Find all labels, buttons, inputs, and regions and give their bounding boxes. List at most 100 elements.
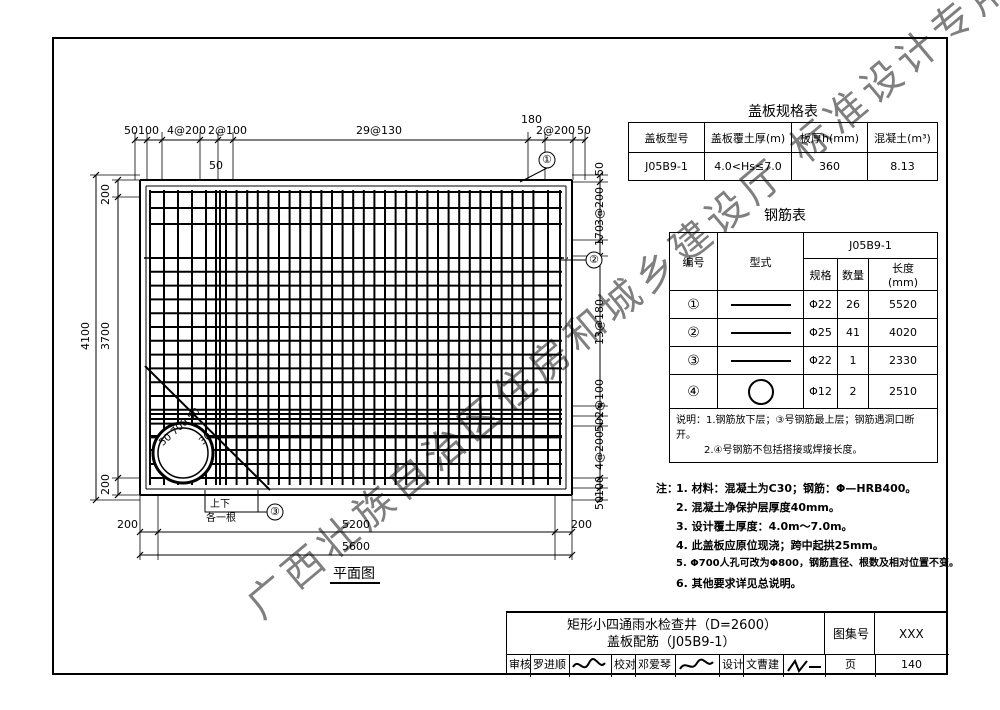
spec-table-title: 盖板规格表 [748,104,818,120]
rebar-row-qty: 26 [837,290,869,319]
dim-tick [569,136,577,144]
note-item: 5. Φ700人孔可改为Φ800，钢筋直径、根数及相对位置不变。 [676,558,959,569]
dim-tick [596,402,604,410]
rebar-table-note: 说明：1.钢筋放下层；③号钢筋最上层；钢筋遇洞口断开。 2.④号钢筋不包括搭接或… [669,408,938,463]
spec-table: 盖板型号 盖板覆土厚(m) 板厚h(mm) 混凝土(m³) J05B9-1 4.… [628,122,938,181]
note-item: 2. 混凝土净保护层厚度40mm。 [676,501,840,514]
dim-left-0: 200 [99,184,112,205]
manhole-opening-inner [157,427,209,479]
dim-tick [143,136,151,144]
dim-tick [581,136,589,144]
dim-tick [596,236,604,244]
dim-tick [596,484,604,492]
dim-tick [596,178,604,186]
note-item: 4. 此盖板应原位现浇；跨中起拱25mm。 [676,539,884,552]
check-name: 邓爱琴 [638,658,671,671]
marker-3: ③ [270,505,280,518]
plan-title: 平面图 [333,566,375,582]
check-signature [679,658,714,670]
dim-right-6: 4@200 [593,431,606,470]
rebar-row-qty: 2 [837,374,869,409]
dim-left-1: 3700 [99,322,112,350]
dim-tick [551,528,559,536]
dim-top-4: 29@130 [356,124,402,137]
dim-top-5: 180 [521,113,542,126]
dim-tick [596,496,604,504]
dimension-lines [90,132,608,560]
dim-tick [596,474,604,482]
dim-right-4: 2@100 [593,379,606,418]
dim-left-total: 4100 [79,322,92,350]
note-item: 1. 材料：混凝土为C30；钢筋：Φ—HRB400。 [676,482,917,495]
rebar-row-spec: Φ12 [803,374,838,409]
dim-tick [154,528,162,536]
page-label: 页 [845,658,856,671]
atlas-value: XXX [899,627,924,641]
dim-left-2: 200 [99,474,112,495]
dim-bottom-1: 5200 [342,518,370,531]
rebar-row-qty: 41 [837,318,869,347]
dim-tick [596,422,604,430]
review-signature [572,658,606,669]
dim-tick [541,136,549,144]
dim-bottom-0: 200 [117,518,138,531]
dim-tick [92,171,100,179]
dim-top-2: 4@200 [167,124,206,137]
dim-bottom-2: 200 [571,518,592,531]
page-value: 140 [901,658,922,671]
rebar-table-title: 钢筋表 [764,208,806,224]
dim-tick [92,496,100,504]
note-item: 3. 设计覆土厚度：4.0m～7.0m。 [676,520,853,533]
dim-tick [136,528,144,536]
dim-right-1: 3@200 [593,187,606,226]
hole-label-1: 上下 [210,499,230,510]
dim-right-7: 100 [593,476,606,497]
dim-top-6: 2@200 [536,124,575,137]
rebar-row-no: ④ [669,374,718,409]
dim-top-under: 50 [209,159,223,172]
dim-top-1: 100 [138,124,159,137]
notes-label: 注： [656,482,678,495]
rebar-row-spec: Φ22 [803,346,838,375]
rebar-row-qty: 1 [837,346,869,375]
rebar-row-len: 4020 [868,318,938,347]
spec-cell-thickness: 360 [791,152,868,181]
dim-tick [158,136,166,144]
marker-2: ② [589,253,599,266]
rebar-header-no: 编号 [669,232,718,291]
check-label: 校对 [614,658,636,671]
rebar-row-len: 2330 [868,346,938,375]
drawing-title-line2: 盖板配筋（J05B9-1） [607,635,736,650]
design-label: 设计 [722,658,744,671]
dim-tick [131,136,139,144]
dim-tick [214,136,222,144]
design-signature [787,658,821,673]
rebar-row-spec: Φ22 [803,290,838,319]
dim-top-0: 50 [124,124,138,137]
dim-top-3: 2@100 [208,124,247,137]
manhole-opening [151,421,215,485]
spec-cell-concrete: 8.13 [867,152,938,181]
rebar-header-len: 长度(mm) [868,258,938,291]
dim-tick [114,474,122,482]
marker-1: ① [542,153,552,166]
rebar-header-spec: 规格 [803,258,838,291]
diagonal-rebar [144,365,271,491]
rebar-shape-ring [717,374,804,409]
rebar-shape-straight [717,318,804,347]
dim-right-5: 50 [593,418,606,432]
dim-tick [196,136,204,144]
title-block: 矩形小四通雨水检查井（D=2600） 盖板配筋（J05B9-1） 图集号 XXX… [506,611,949,677]
rebar-row-len: 2510 [868,374,938,409]
rebar-shape-straight [717,346,804,375]
hole-label-2: 各一根 [206,513,236,524]
dim-tick [229,136,237,144]
atlas-label: 图集号 [833,627,870,641]
rebar-header-qty: 数量 [837,258,869,291]
drawing-title-line1: 矩形小四通雨水检查井（D=2600） [567,618,777,633]
rebar-table: 编号 型式 J05B9-1 规格 数量 长度(mm) ① Φ22 26 5520… [669,232,938,463]
rebar-header-group: J05B9-1 [803,232,938,259]
spec-cell-cover: 4.0<Hs≤7.0 [704,152,792,181]
dim-tick [114,491,122,499]
spec-cell-model: J05B9-1 [628,152,705,181]
